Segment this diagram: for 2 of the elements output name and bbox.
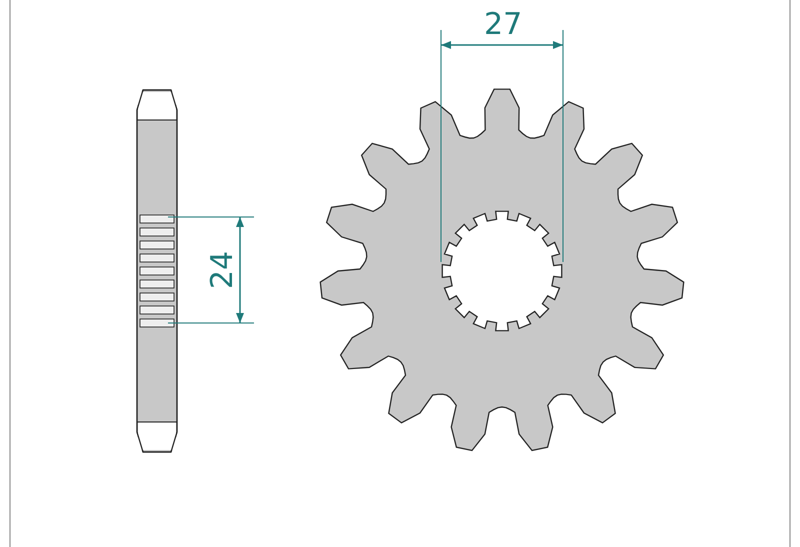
dimension-label: 27 [484, 10, 522, 40]
dimension-label: 24 [208, 250, 238, 290]
